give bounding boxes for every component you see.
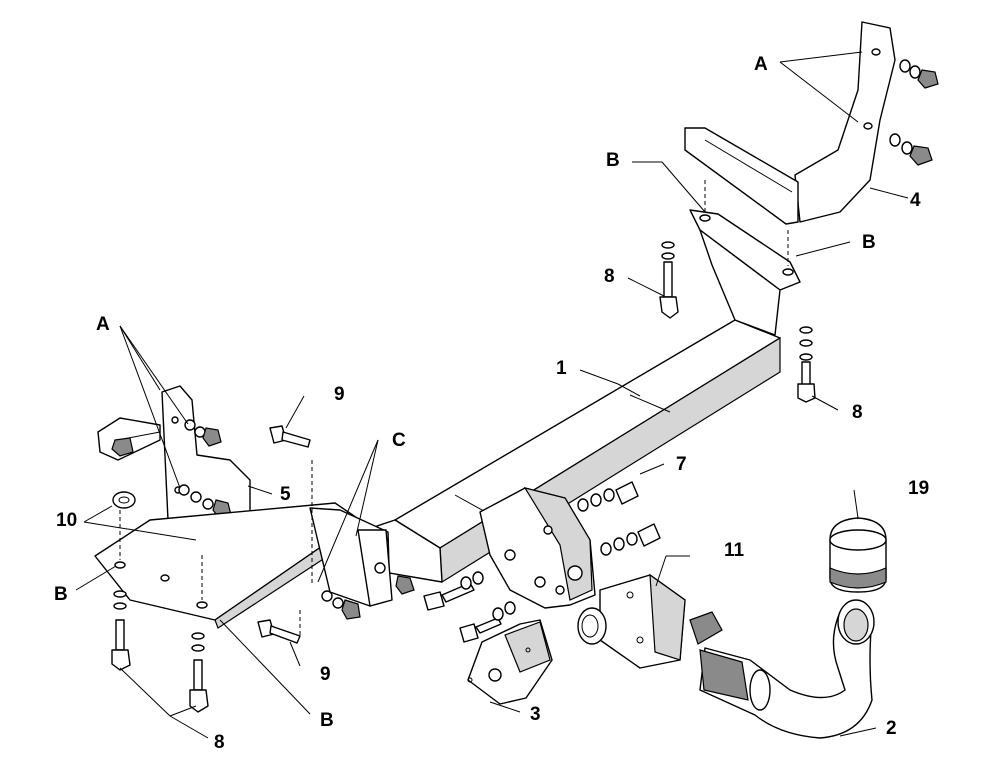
- label-8-right-top: 8: [604, 266, 615, 287]
- label-10: 10: [56, 510, 77, 531]
- label-c: C: [392, 430, 406, 451]
- center-nuts: [321, 575, 415, 620]
- label-5: 5: [280, 484, 291, 505]
- bolts-9: [257, 425, 311, 644]
- label-a-right: A: [754, 54, 768, 75]
- label-2: 2: [886, 718, 897, 739]
- label-3: 3: [530, 704, 541, 725]
- label-b-right-mid: B: [862, 232, 876, 253]
- electrical-socket: [577, 573, 723, 669]
- label-7: 7: [676, 454, 687, 475]
- left-hardware-a: [111, 419, 232, 519]
- mount-bolts-left: [423, 571, 516, 643]
- label-b-bottom: B: [320, 710, 334, 731]
- label-a-left: A: [96, 314, 110, 335]
- right-hardware-a: [889, 59, 939, 166]
- ball-mount-bracket: [479, 487, 596, 609]
- leader-lines: [75, 51, 909, 739]
- label-19: 19: [908, 478, 929, 499]
- label-8-right-bottom: 8: [852, 402, 863, 423]
- right-bolts-8: [659, 241, 816, 403]
- label-9-top: 9: [334, 384, 345, 405]
- label-8-left: 8: [214, 732, 225, 753]
- ball-cover: [829, 517, 887, 593]
- label-b-right-top: B: [606, 150, 620, 171]
- label-11: 11: [724, 540, 745, 561]
- labels: A 4 B B 8 8 1 7 19 11 A 9 C 5 10 B 9 B 8…: [54, 54, 929, 753]
- label-4: 4: [910, 190, 921, 211]
- label-b-left: B: [54, 584, 68, 605]
- center-bracket: [299, 460, 393, 638]
- bolts-7: [577, 481, 661, 556]
- right-side-bracket: [684, 21, 896, 336]
- ball-neck: [699, 599, 875, 739]
- label-9-bottom: 9: [320, 664, 331, 685]
- socket-plate: [467, 619, 553, 705]
- label-1: 1: [556, 358, 567, 379]
